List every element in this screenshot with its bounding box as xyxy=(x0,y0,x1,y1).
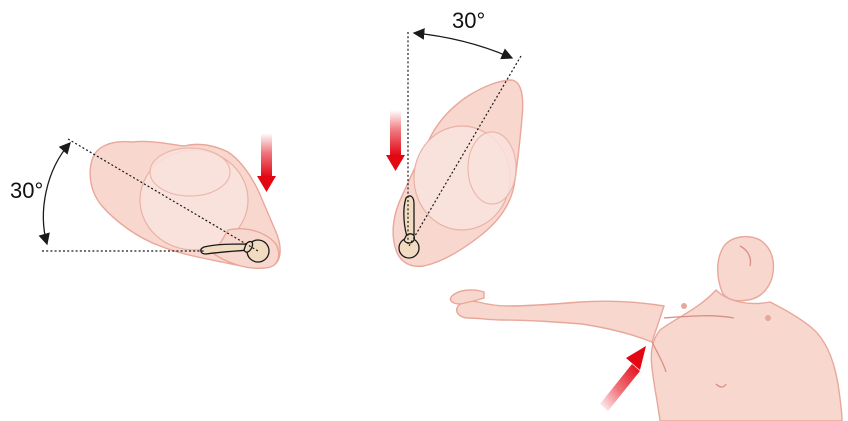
left-shoulder-view: 30° xyxy=(10,133,280,268)
patient-arm xyxy=(457,301,664,342)
patient-beam-arrow-head xyxy=(626,346,646,370)
left-beam-arrow-shaft xyxy=(261,133,272,177)
patient-head xyxy=(718,237,774,301)
patient-nipple-left xyxy=(681,303,687,309)
top-beam-arrow-shaft xyxy=(390,110,401,156)
left-beam-arrow-head xyxy=(257,176,276,192)
top-angle-label: 30° xyxy=(452,8,485,33)
left-angle-arc xyxy=(43,143,70,244)
left-face xyxy=(150,148,230,196)
patient-beam-arrow-shaft xyxy=(600,364,640,411)
left-angle-label: 30° xyxy=(10,178,43,203)
top-angle-arc xyxy=(414,33,512,58)
patient-nipple-right xyxy=(765,315,771,321)
top-shoulder-view: 30° xyxy=(386,8,523,266)
patient-torso xyxy=(651,290,842,421)
patient-figure xyxy=(450,237,842,421)
top-face xyxy=(468,132,516,204)
top-beam-arrow-head xyxy=(386,155,405,171)
